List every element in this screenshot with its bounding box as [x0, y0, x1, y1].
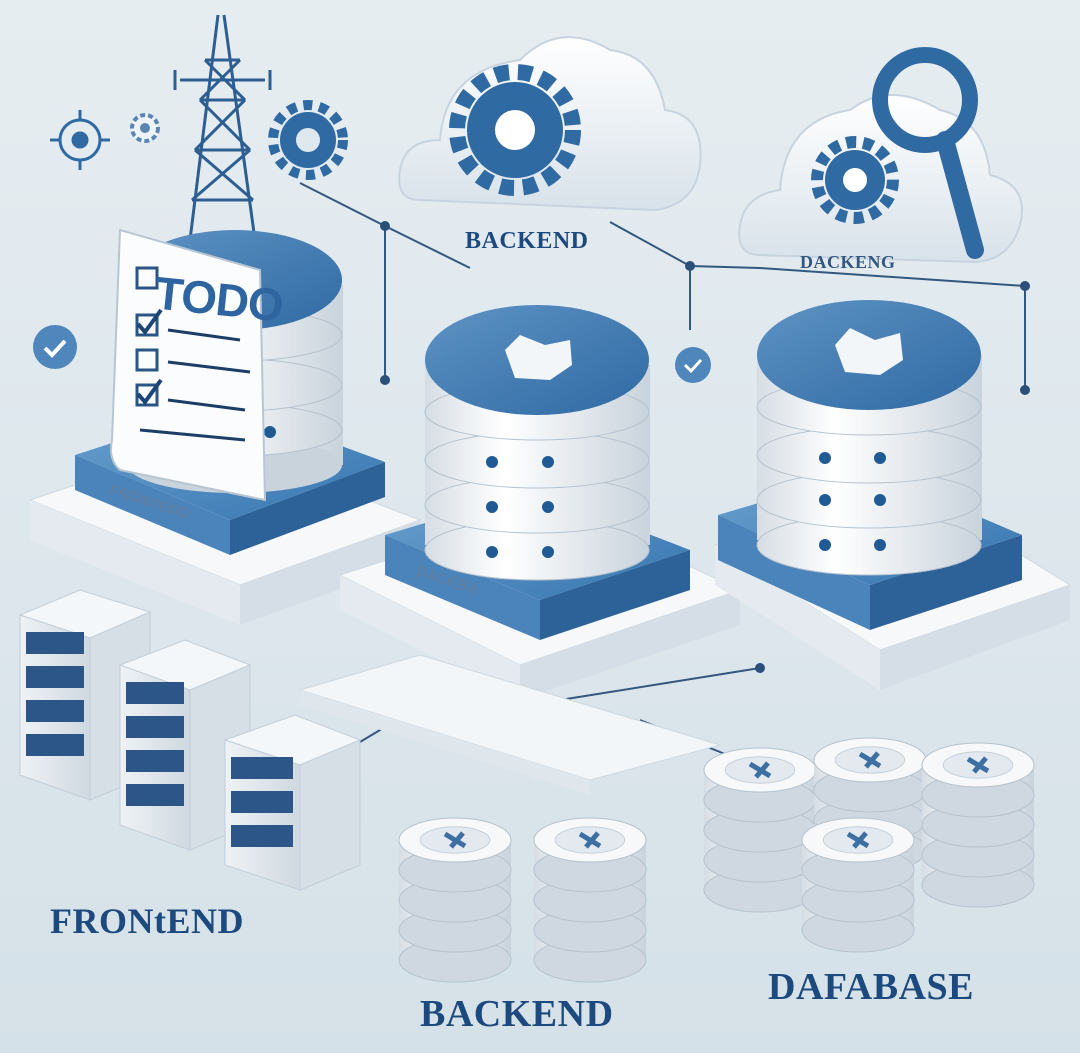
database-stack-icon	[533, 817, 647, 983]
database-stack-icon	[398, 817, 512, 983]
target-icon	[50, 110, 110, 170]
checklist-icon	[110, 228, 267, 502]
database-stack-icon	[703, 747, 817, 913]
database-stack-icon	[921, 742, 1035, 908]
server-rack-icon	[223, 714, 362, 891]
small-gear-icon	[130, 113, 160, 143]
connector-nodes	[267, 221, 1030, 673]
database-stack-icon	[801, 817, 915, 953]
top-backend-label-2: DACKENG	[800, 252, 896, 272]
database-server-stack	[756, 300, 982, 576]
server-rack-icon	[118, 639, 252, 851]
cloud-gear-icon	[398, 36, 702, 212]
checkmark-icon	[33, 325, 77, 369]
lower-platform	[298, 654, 722, 795]
top-backend-label: BACKEND	[465, 228, 589, 254]
radio-tower-icon	[173, 14, 272, 241]
cloud-search-icon	[738, 47, 1023, 264]
backend-label: BACKEND	[420, 993, 614, 1035]
database-label: DAFABASE	[768, 966, 974, 1008]
backend-server-stack	[424, 305, 650, 581]
gear-icon	[268, 100, 348, 180]
frontend-label: FRONtEND	[50, 901, 244, 941]
checkmark-icon	[675, 347, 711, 383]
mini-database-stacks	[398, 737, 1035, 983]
